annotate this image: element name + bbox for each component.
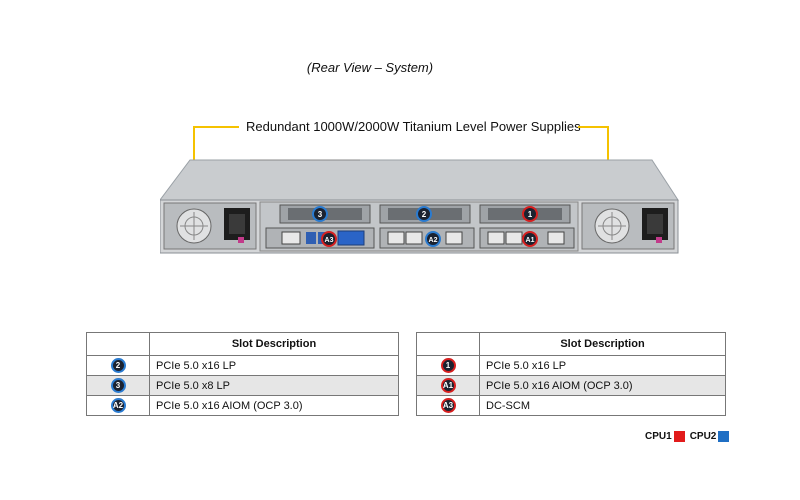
leader-right-horizontal: [578, 126, 609, 128]
leader-left-horizontal: [193, 126, 239, 128]
table-row: A2 PCIe 5.0 x16 AIOM (OCP 3.0): [86, 395, 399, 416]
table-row: 1 PCIe 5.0 x16 LP: [416, 355, 726, 376]
slot-table-right-badge-header: [416, 332, 480, 356]
chassis-badge-1: 1: [522, 206, 538, 222]
slot-table-right-header: Slot Description: [479, 332, 726, 356]
view-caption: (Rear View – System): [306, 60, 434, 75]
legend-cpu2-swatch: [718, 431, 730, 442]
table-row: A3 DC-SCM: [416, 395, 726, 416]
slot-badge: 1: [440, 358, 456, 373]
chassis-badge-a1-label: A1: [526, 237, 535, 244]
chassis-badge-a3: A3: [321, 231, 337, 247]
legend-cpu2-label: CPU2: [689, 431, 717, 442]
slot-badge: A3: [440, 398, 456, 413]
chassis-badge-a2: A2: [425, 231, 441, 247]
slot-description: PCIe 5.0 x16 LP: [479, 355, 726, 376]
chassis-badge-2: 2: [416, 206, 432, 222]
slot-table-right: Slot Description 1 PCIe 5.0 x16 LP A1 PC…: [416, 332, 726, 416]
psu-left: [163, 202, 257, 250]
chassis-badge-3-label: 3: [318, 210, 323, 219]
slot-badge: 2: [110, 358, 126, 373]
slot-badge: A2: [110, 398, 126, 413]
slot-description: PCIe 5.0 x16 LP: [149, 355, 399, 376]
table-row: A1 PCIe 5.0 x16 AIOM (OCP 3.0): [416, 375, 726, 396]
legend-cpu1-swatch: [673, 431, 685, 442]
slot-description: DC-SCM: [479, 395, 726, 416]
chassis-badge-1-label: 1: [528, 210, 533, 219]
slot-description: PCIe 5.0 x16 AIOM (OCP 3.0): [479, 375, 726, 396]
slot-description: PCIe 5.0 x16 AIOM (OCP 3.0): [149, 395, 399, 416]
slot-description: PCIe 5.0 x8 LP: [149, 375, 399, 396]
slot-table-left-badge-header: [86, 332, 150, 356]
chassis-badge-a1: A1: [522, 231, 538, 247]
table-row: 3 PCIe 5.0 x8 LP: [86, 375, 399, 396]
chassis-top-lid: [160, 159, 679, 201]
chassis-badge-2-label: 2: [422, 210, 427, 219]
slot-table-left-header: Slot Description: [149, 332, 399, 356]
slot-table-left: Slot Description 2 PCIe 5.0 x16 LP 3 PCI…: [86, 332, 399, 416]
table-row: 2 PCIe 5.0 x16 LP: [86, 355, 399, 376]
slot-badge: 3: [110, 378, 126, 393]
chassis-badge-3: 3: [312, 206, 328, 222]
dcscm-module: [265, 227, 375, 249]
server-rear-view: 3 2 1 A3 A2 A1: [160, 159, 679, 254]
legend-cpu1-label: CPU1: [645, 431, 672, 442]
chassis-badge-a2-label: A2: [429, 237, 438, 244]
chassis-badge-a3-label: A3: [325, 237, 334, 244]
psu-right: [581, 202, 675, 250]
cpu-legend: CPU1 CPU2: [645, 431, 732, 442]
slot-badge: A1: [440, 378, 456, 393]
psu-callout-label: Redundant 1000W/2000W Titanium Level Pow…: [246, 119, 581, 134]
